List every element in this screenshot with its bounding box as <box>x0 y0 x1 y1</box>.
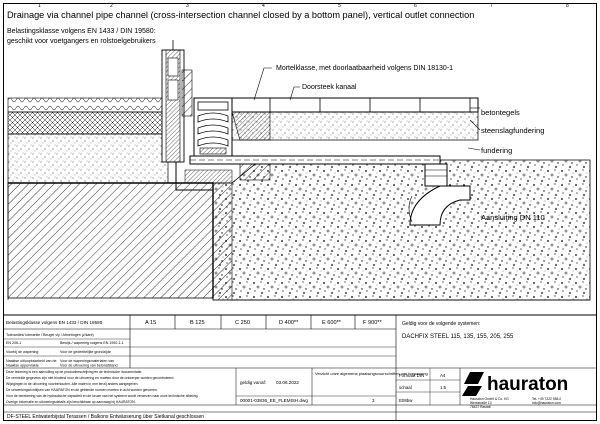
label-steenslag: steenslagfundering <box>481 126 544 135</box>
frame <box>3 3 597 421</box>
drawing-title: Drainage via channel pipe channel (cross… <box>7 10 474 20</box>
load-class: D 400** <box>279 320 299 326</box>
note-line: De vermelde gegevens zijn niet bindend v… <box>6 376 174 380</box>
border-number: 1 <box>38 3 41 9</box>
company-line: 76437 Rastatt <box>470 405 491 409</box>
hauraton-logo: hauraton <box>462 372 568 396</box>
sheet-value: E08bw <box>399 398 413 403</box>
brand-name: hauraton <box>487 374 568 395</box>
floor-slab <box>7 111 169 135</box>
label-doorsteek: Doorsteek kanaal <box>302 84 357 91</box>
border-number: 6 <box>414 3 417 9</box>
load-class: F 900** <box>363 320 382 326</box>
title-block <box>4 314 596 420</box>
load-label: Belastingsklasse volgens EN 1433 / DIN 1… <box>6 320 103 325</box>
row-text: Naaktse oppervlakte <box>6 364 39 368</box>
row-text: Voor de uitvoering van betonafstand <box>60 364 118 368</box>
border-number: 8 <box>566 3 569 9</box>
section-drawing <box>7 40 591 301</box>
concrete-slab <box>7 133 169 184</box>
row-text: EN 206-1 <box>6 341 21 345</box>
company-line: Hauraton GmbH & Co. KG <box>470 397 509 401</box>
subtitle-line: Belastingsklasse volgens EN 1433 / DIN 1… <box>7 28 156 35</box>
row-text: Voor de wapeningsmaterialen van <box>60 359 114 363</box>
scale-value: 1:5 <box>440 385 447 390</box>
note-line: Overige informatie en uitvoeringsdetails… <box>6 400 136 404</box>
border-number: 2 <box>110 3 113 9</box>
border-number: 4 <box>262 3 265 9</box>
valid-for-label: Geldig voor de volgende systemen: <box>402 321 480 327</box>
label-aansluiting: Aansluiting DN 110 <box>481 213 545 222</box>
load-classes: Belastingsklasse volgens EN 1433 / DIN 1… <box>6 320 382 326</box>
insulation-layer <box>7 97 169 113</box>
contact-line: info@hauraton.com <box>532 401 561 405</box>
load-class: C 250 <box>235 320 250 326</box>
scale-label: schaal <box>399 385 412 390</box>
label-fundering: fundering <box>481 146 512 155</box>
mortar-bed <box>231 111 271 141</box>
paving-tiles <box>231 97 479 113</box>
cross-pipe <box>189 155 441 181</box>
footer-title: DF-STEEL Entwaterbijstal Terassen / Balk… <box>7 414 204 420</box>
note-line: Wijzigingen in de uitvoering voorbehoude… <box>6 382 139 386</box>
company-info: Hauraton GmbH & Co. KG Werkstraße 13 764… <box>470 397 561 409</box>
border-numbers-top: 1 2 3 4 5 6 7 8 <box>38 3 569 9</box>
row-text: Voorbij de wapening <box>6 350 38 354</box>
notes: Deze tekening is een aanvulling op de pr… <box>6 370 199 404</box>
row-text: Bewijs-/ wapening volgens EN 1992-1-1 <box>60 341 124 345</box>
systems-list: DACHFIX STEEL 115, 135, 155, 205, 255 <box>402 334 514 340</box>
gueltig-label: geldig vanaf: <box>240 380 266 385</box>
remark: Verzicht onze algemene plaatsingsvoorsch… <box>315 371 428 376</box>
drainage-channel <box>193 97 233 157</box>
load-class: B 125 <box>190 320 205 326</box>
note-line: Deze tekening is een aanvulling op de pr… <box>6 370 142 374</box>
company-line: Werkstraße 13 <box>470 401 492 405</box>
format-label: Formaat DIN <box>399 373 424 378</box>
format-fields: Formaat DIN A4 schaal 1:5 3 E08bw <box>372 373 447 403</box>
contact-line: Tel. +49 7222 958-0 <box>532 397 561 401</box>
vertical-outlet <box>408 163 471 226</box>
size-value: 3 <box>372 398 375 403</box>
doc-number: 00001-03836_EE_FLEMISH.dwg <box>240 398 308 403</box>
label-betontegels: betontegels <box>481 108 520 117</box>
note-line: De verwerkingsrichtlijnen van HAURATON e… <box>6 388 158 392</box>
valid-date: 03.06.2022 <box>276 380 299 385</box>
border-number: 3 <box>186 3 189 9</box>
subtitle-line: geschikt voor voetgangers en rolstoelgeb… <box>7 38 156 45</box>
callouts <box>253 67 481 151</box>
row-text: Voor de gedeeltelijke grondzijde <box>60 350 111 354</box>
row-text: Naaktse uitloopbaarheid van de <box>6 359 57 363</box>
label-mortel: Mortelklasse, met doorlaatbaarheid volge… <box>276 65 453 72</box>
gravel-foundation <box>212 159 591 301</box>
load-class: A 15 <box>145 320 156 326</box>
format-value: A4 <box>440 373 446 378</box>
border-number: 5 <box>338 3 341 9</box>
logo-mark-icon <box>464 372 484 384</box>
wall-structure <box>7 182 214 299</box>
note-line: Voor de berekening van de hydraulische c… <box>6 394 199 398</box>
row-text: Toleranties/ tolerantie / Beugel vly / A… <box>6 333 94 337</box>
border-number: 7 <box>490 3 493 9</box>
load-class: E 600** <box>322 320 342 326</box>
left-rows: Toleranties/ tolerantie / Beugel vly / A… <box>6 333 124 368</box>
